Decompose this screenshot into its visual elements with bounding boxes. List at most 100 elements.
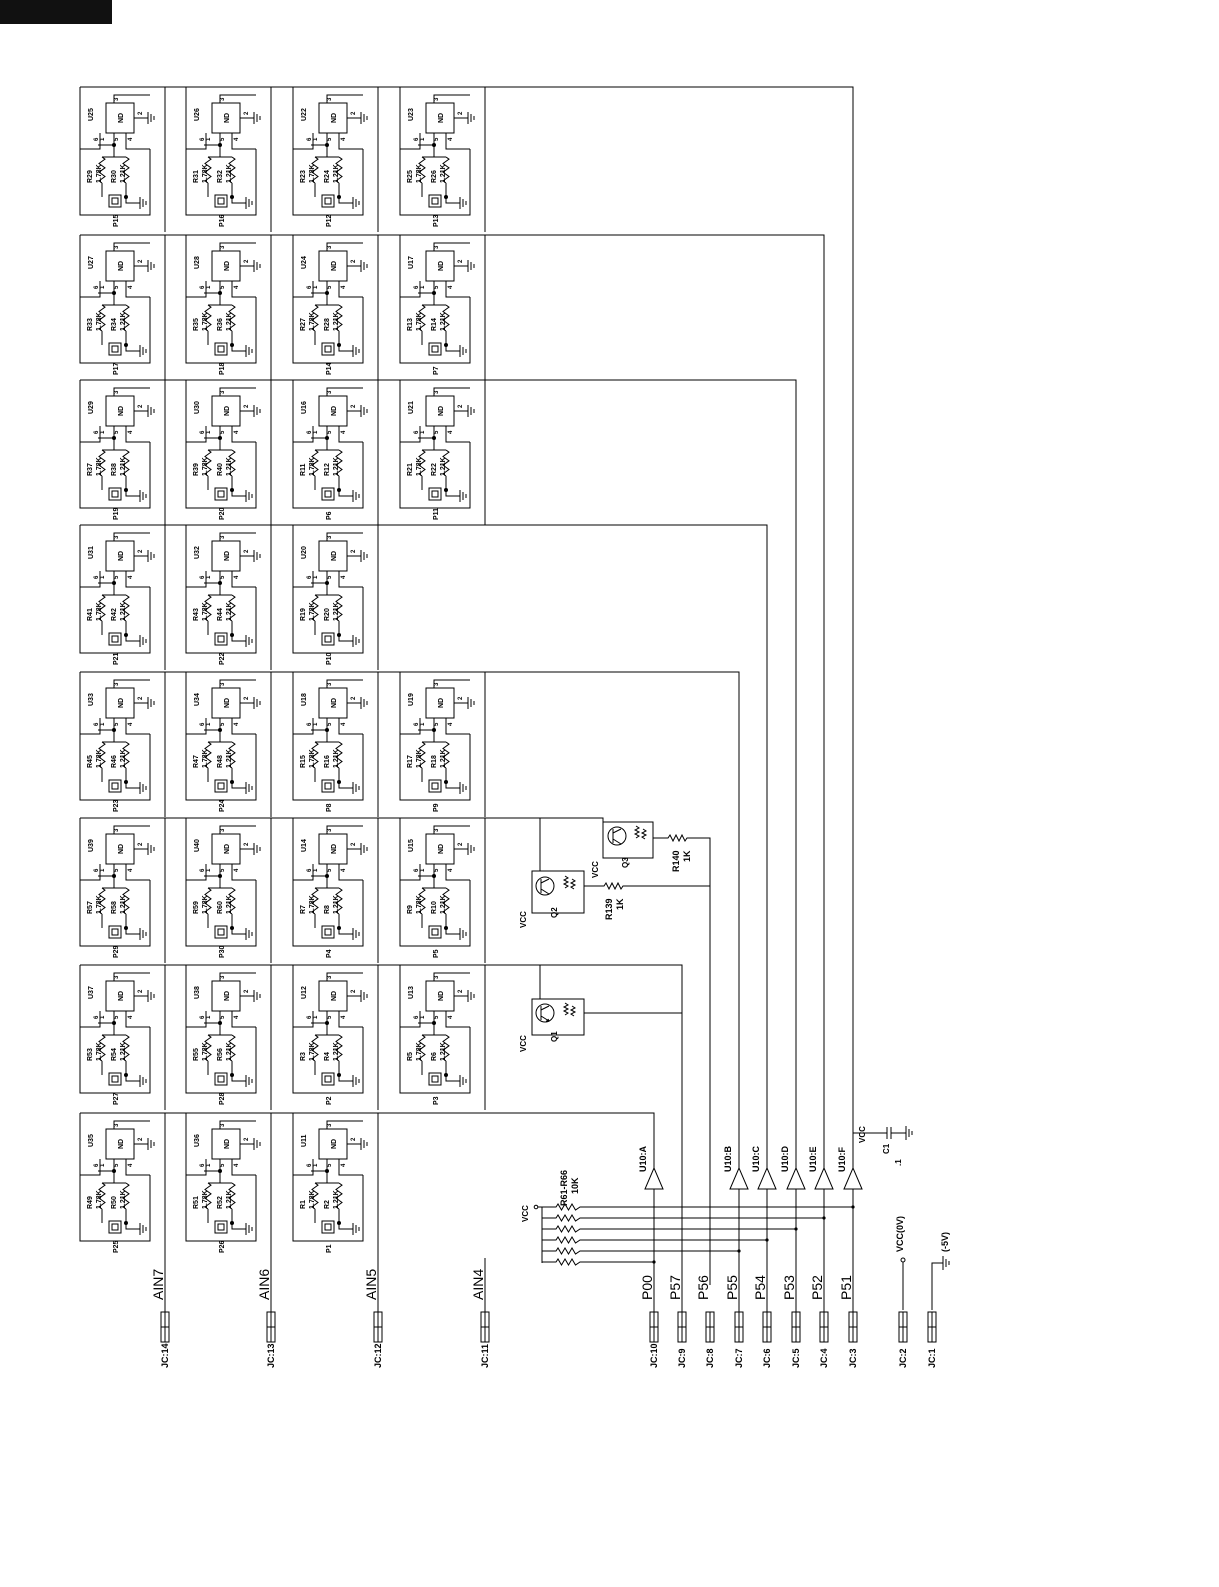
- pin-label-4: 4: [128, 1015, 134, 1019]
- module-sensor-dot: [124, 195, 128, 199]
- pullup-resistor: [542, 1258, 654, 1266]
- module-loop-wire: [79, 525, 151, 654]
- module-frame-wire: [293, 143, 314, 150]
- pin-label-1: 1: [420, 868, 426, 872]
- module-sensor-dot: [230, 780, 234, 784]
- module-loop-wire: [399, 818, 471, 947]
- pin-label-6: 6: [307, 430, 313, 434]
- module-sensor-wire: [101, 621, 136, 642]
- buffer-u10-e: U10:E: [808, 1146, 834, 1190]
- module-sensor-wire: [101, 1061, 136, 1082]
- module-resistor-b: [442, 1034, 450, 1062]
- module-sensor-window: [111, 782, 119, 790]
- module-ic-ref: U30: [194, 401, 201, 414]
- module-resistor-b: [335, 741, 343, 769]
- connector-signal-label: P57: [667, 1275, 683, 1300]
- module-resistor-b: [335, 594, 343, 622]
- pin-label-6: 6: [200, 1163, 206, 1167]
- pin-label-3: 3: [114, 1123, 120, 1127]
- pin-label-2: 2: [138, 842, 144, 846]
- module-resistor-a-ref: R51: [193, 1196, 200, 1209]
- connector-pin-detail: [267, 1312, 275, 1342]
- pin-label-4: 4: [234, 1163, 240, 1167]
- pin-label-6: 6: [200, 1015, 206, 1019]
- module-resistor-a-value: 1.78K: [416, 1042, 423, 1061]
- module-sensor-ref: P16: [219, 214, 226, 227]
- capacitor-c1: VCC C1 .1: [853, 1126, 913, 1166]
- module-resistor-b-ref: R44: [217, 608, 224, 621]
- base-resistor-r139: R139 1K: [584, 881, 710, 920]
- module-sensor-wire: [207, 621, 242, 642]
- pin-label-5: 5: [114, 575, 120, 579]
- module-sensor-wire: [314, 768, 349, 789]
- module-sensor-ref: P28: [219, 1092, 226, 1105]
- pin-label-2: 2: [244, 696, 250, 700]
- pin-label-5: 5: [220, 575, 226, 579]
- module-resistor-a-ref: R7: [300, 905, 307, 914]
- module-node-wire: [98, 1022, 126, 1036]
- module-frame-wire: [186, 874, 207, 881]
- ground-icon: [144, 843, 155, 855]
- pin-label-1: 1: [100, 430, 106, 434]
- module-ic-label: ND: [331, 406, 338, 416]
- module-resistor-b-value: 1.21K: [333, 602, 340, 621]
- module-resistor-a: [204, 304, 212, 332]
- module-ic-label: ND: [224, 113, 231, 123]
- pin-label-4: 4: [448, 722, 454, 726]
- module-resistor-a-ref: R27: [300, 318, 307, 331]
- module-resistor-a-ref: R35: [193, 318, 200, 331]
- pin-label-4: 4: [128, 722, 134, 726]
- module-sensor-dot: [444, 343, 448, 347]
- module-sensor-dot: [444, 780, 448, 784]
- pin-label-1: 1: [313, 722, 319, 726]
- pin-label-1: 1: [313, 575, 319, 579]
- module-ic-label: ND: [224, 1139, 231, 1149]
- module-resistor-b-ref: R6: [431, 1052, 438, 1061]
- pin-label-2: 2: [138, 111, 144, 115]
- q1-ref: Q1: [550, 1031, 559, 1042]
- module-loop-wire: [79, 818, 151, 947]
- page-corner-tab: [0, 0, 112, 24]
- module-resistor-a-ref: R53: [87, 1048, 94, 1061]
- pin-label-1: 1: [100, 575, 106, 579]
- module-sensor-window: [324, 1223, 332, 1231]
- module-sensor-wire: [101, 331, 136, 352]
- module-node-dot: [218, 581, 222, 585]
- module-resistor-a-ref: R5: [407, 1052, 414, 1061]
- module-ic: [425, 980, 455, 1012]
- pin-label-4: 4: [341, 1015, 347, 1019]
- module-resistor-a-ref: R21: [407, 463, 414, 476]
- connector-signal-label: AIN7: [150, 1269, 166, 1300]
- module-ic-ref: U13: [408, 986, 415, 999]
- pin-label-2: 2: [244, 111, 250, 115]
- module-node-wire: [204, 582, 232, 596]
- pin-label-4: 4: [128, 285, 134, 289]
- pin-label-5: 5: [327, 285, 333, 289]
- module-sensor-window: [111, 928, 119, 936]
- pin-label-2: 2: [138, 404, 144, 408]
- pin-label-1: 1: [206, 868, 212, 872]
- module-sensor-window: [324, 928, 332, 936]
- module-ic: [318, 395, 348, 427]
- connector-signal-label: AIN4: [470, 1269, 486, 1300]
- module-ic-ref: U22: [301, 108, 308, 121]
- pin-label-5: 5: [114, 1015, 120, 1019]
- module-loop-wire: [79, 235, 151, 364]
- pullup-supply-label: VCC: [521, 1205, 530, 1222]
- module-resistor-b-value: 1.21K: [120, 602, 127, 621]
- pin-label-6: 6: [94, 1015, 100, 1019]
- pin-label-4: 4: [234, 575, 240, 579]
- ground-icon: [250, 697, 261, 709]
- module-loop-wire: [292, 380, 364, 509]
- module-resistor-a: [204, 887, 212, 915]
- module-frame-wire: [186, 291, 207, 298]
- pin-label-3: 3: [327, 975, 333, 979]
- module-node-wire: [204, 875, 232, 889]
